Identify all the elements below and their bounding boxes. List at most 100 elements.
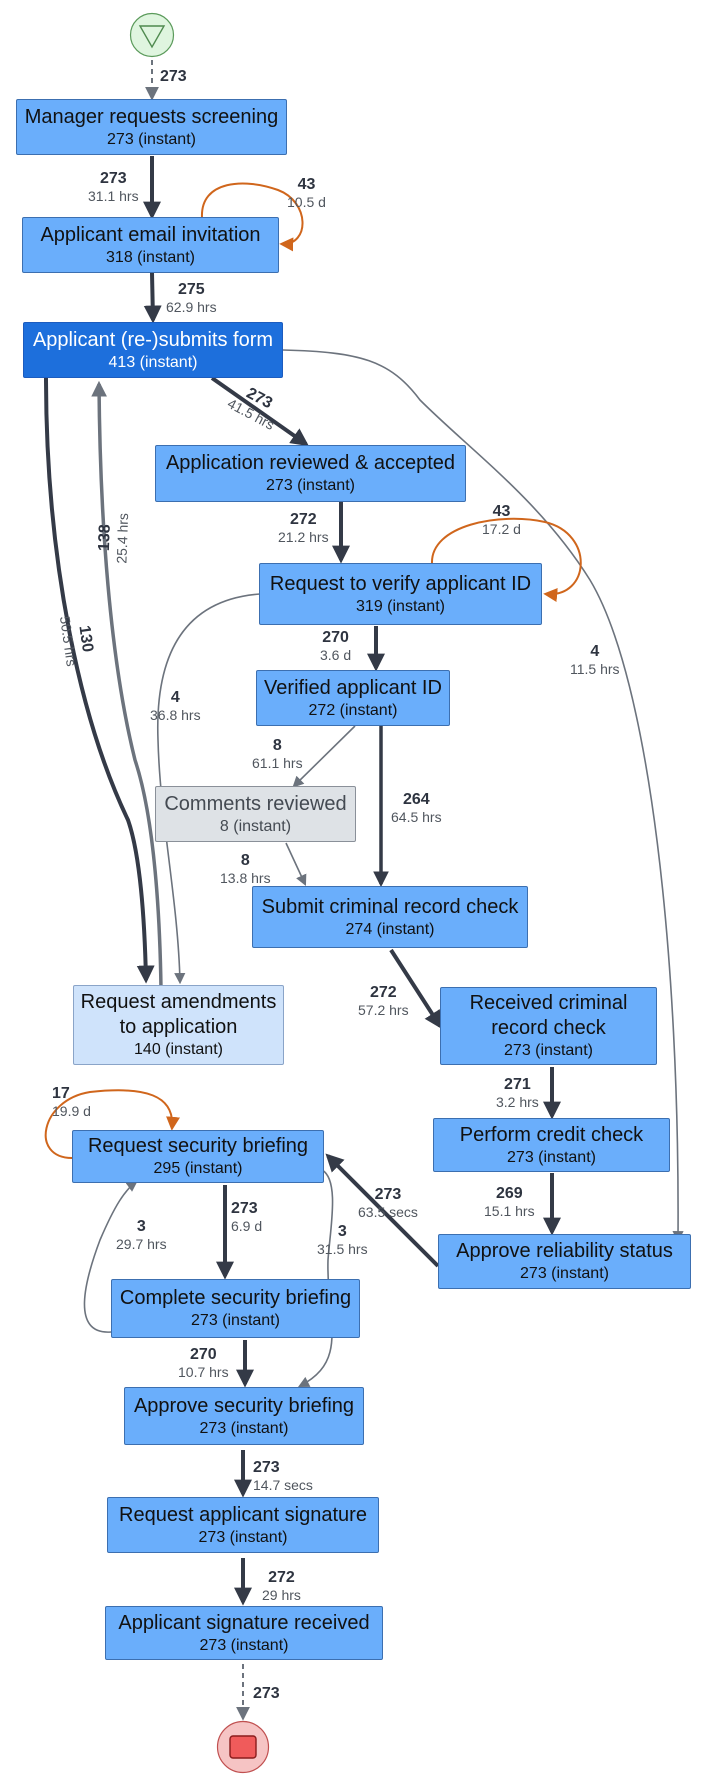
node-applicant-signature-received[interactable]: Applicant signature received 273 (instan… (105, 1606, 383, 1660)
edge-verified-to-comments[interactable] (292, 725, 356, 788)
edge-count: 3 (337, 1223, 347, 1240)
edge-duration: 61.1 hrs (252, 755, 303, 772)
edge-label-verify-to-amendments: 4 36.8 hrs (150, 688, 201, 724)
node-title-line1: Received criminal (469, 992, 628, 1014)
edge-form-to-reviewed[interactable] (210, 376, 309, 447)
edge-count: 273 (99, 170, 127, 187)
edge-invitation-to-form[interactable] (143, 272, 162, 324)
edge-label-request-to-complete-briefing: 273 6.9 d (231, 1199, 262, 1235)
node-count: 318 (instant) (106, 248, 195, 266)
edge-invitation-loop[interactable] (200, 182, 304, 252)
node-approve-security-briefing[interactable]: Approve security briefing 273 (instant) (124, 1387, 364, 1445)
edge-label-complete-to-approve-briefing: 270 10.7 hrs (178, 1345, 229, 1381)
start-triangle-icon (129, 12, 175, 58)
node-title-line2: record check (491, 1017, 606, 1039)
start-node[interactable] (129, 12, 175, 58)
edge-count: 138 (95, 524, 114, 552)
edge-label-form-to-reliability: 4 11.5 hrs (570, 642, 620, 678)
edge-label-invitation-to-form: 275 62.9 hrs (166, 280, 217, 316)
edge-submit-to-received[interactable] (389, 948, 442, 1030)
edge-count: 8 (240, 852, 250, 869)
node-count: 273 (instant) (199, 1419, 289, 1437)
edge-count: 3 (136, 1218, 146, 1235)
edge-label-signature-to-received: 272 29 hrs (262, 1568, 301, 1604)
edge-label-approve-to-signature: 273 14.7 secs (253, 1458, 313, 1494)
node-comments-reviewed[interactable]: Comments reviewed 8 (instant) (155, 786, 356, 842)
node-request-security-briefing[interactable]: Request security briefing 295 (instant) (72, 1130, 324, 1183)
end-node[interactable] (216, 1720, 270, 1774)
edge-count: 264 (402, 791, 430, 808)
edge-duration: 63.5 secs (358, 1204, 418, 1221)
edge-duration: 25.4 hrs (113, 512, 132, 564)
edge-duration: 64.5 hrs (391, 809, 442, 826)
node-request-amendments[interactable]: Request amendments to application 140 (i… (73, 985, 284, 1065)
node-count: 295 (instant) (153, 1160, 243, 1177)
edge-duration: 6.9 d (231, 1218, 263, 1235)
edge-complete-to-request-briefing[interactable] (83, 1180, 138, 1333)
node-applicant-email-invitation[interactable]: Applicant email invitation 318 (instant) (22, 217, 279, 273)
node-title: Verified applicant ID (264, 676, 442, 699)
node-count: 273 (instant) (107, 130, 196, 148)
edge-count: 43 (297, 176, 316, 193)
edge-label-request-briefing-loop: 17 19.9 d (52, 1084, 91, 1120)
node-verified-applicant-id[interactable]: Verified applicant ID 272 (instant) (256, 670, 450, 726)
node-count: 273 (instant) (191, 1312, 280, 1329)
node-perform-credit-check[interactable]: Perform credit check 273 (instant) (433, 1118, 670, 1172)
node-count: 274 (instant) (345, 920, 435, 938)
edge-form-to-amendments[interactable] (44, 377, 155, 984)
edge-count: 270 (322, 629, 349, 646)
edge-count: 275 (177, 281, 205, 298)
edge-duration: 31.5 hrs (317, 1241, 368, 1258)
edge-count: 17 (52, 1085, 70, 1102)
edge-amendments-to-form[interactable] (91, 380, 163, 990)
node-approve-reliability-status[interactable]: Approve reliability status 273 (instant) (438, 1234, 691, 1289)
edge-duration: 57.2 hrs (358, 1002, 409, 1019)
edge-label-verified-to-comments: 8 61.1 hrs (252, 736, 303, 772)
edge-label-request-to-approve-briefing: 3 31.5 hrs (317, 1222, 368, 1258)
edge-duration: 14.7 secs (253, 1477, 313, 1494)
node-application-reviewed-accepted[interactable]: Application reviewed & accepted 273 (ins… (155, 445, 466, 502)
edge-duration: 13.8 hrs (220, 870, 271, 887)
edge-duration: 3.6 d (320, 647, 352, 664)
edge-duration: 10.7 hrs (178, 1364, 229, 1381)
edge-label-received-to-end: 273 (253, 1684, 280, 1703)
edge-verify-to-amendments[interactable] (156, 593, 261, 985)
node-request-applicant-signature[interactable]: Request applicant signature 273 (instant… (107, 1497, 379, 1553)
edge-count: 273 (160, 68, 187, 85)
node-request-verify-applicant-id[interactable]: Request to verify applicant ID 319 (inst… (259, 563, 542, 625)
node-submit-criminal-record-check[interactable]: Submit criminal record check 274 (instan… (252, 886, 528, 948)
edge-reliability-to-request-briefing[interactable] (325, 1153, 440, 1268)
edge-count: 43 (492, 503, 511, 520)
node-count: 273 (instant) (198, 1528, 288, 1546)
edge-count: 271 (504, 1076, 531, 1093)
edge-count: 272 (289, 511, 317, 528)
node-applicant-resubmits-form[interactable]: Applicant (re-)submits form 413 (instant… (23, 322, 283, 378)
node-count: 273 (instant) (507, 1148, 596, 1166)
edge-request-to-approve-briefing[interactable] (298, 1169, 334, 1388)
node-complete-security-briefing[interactable]: Complete security briefing 273 (instant) (111, 1279, 360, 1338)
edge-count: 269 (495, 1185, 523, 1202)
edge-comments-to-submit[interactable] (285, 842, 307, 887)
edge-duration: 10.5 d (287, 194, 326, 211)
edge-duration: 62.9 hrs (166, 299, 217, 316)
node-received-criminal-record-check[interactable]: Received criminal record check 273 (inst… (440, 987, 657, 1065)
edge-request-briefing-loop[interactable] (44, 1089, 180, 1159)
node-title: Submit criminal record check (261, 895, 519, 918)
node-title: Approve reliability status (456, 1240, 673, 1262)
edge-verify-loop[interactable] (430, 517, 582, 602)
node-title: Perform credit check (459, 1123, 644, 1146)
edge-duration: 19.9 d (52, 1103, 91, 1120)
node-count: 273 (instant) (520, 1265, 609, 1282)
edge-label-start-to-manager: 273 (160, 67, 187, 86)
edge-count: 4 (170, 689, 180, 706)
end-square-icon (216, 1720, 270, 1774)
edge-count: 8 (272, 737, 282, 754)
edge-label-form-to-amendments: 130 50.5 hrs (56, 612, 99, 667)
node-count: 319 (instant) (356, 597, 445, 615)
edge-label-verify-loop: 43 17.2 d (482, 502, 521, 538)
edge-count: 270 (189, 1346, 217, 1363)
edge-label-complete-to-request-briefing: 3 29.7 hrs (116, 1217, 167, 1253)
edge-count: 272 (268, 1569, 295, 1586)
node-manager-requests-screening[interactable]: Manager requests screening 273 (instant) (16, 99, 287, 155)
